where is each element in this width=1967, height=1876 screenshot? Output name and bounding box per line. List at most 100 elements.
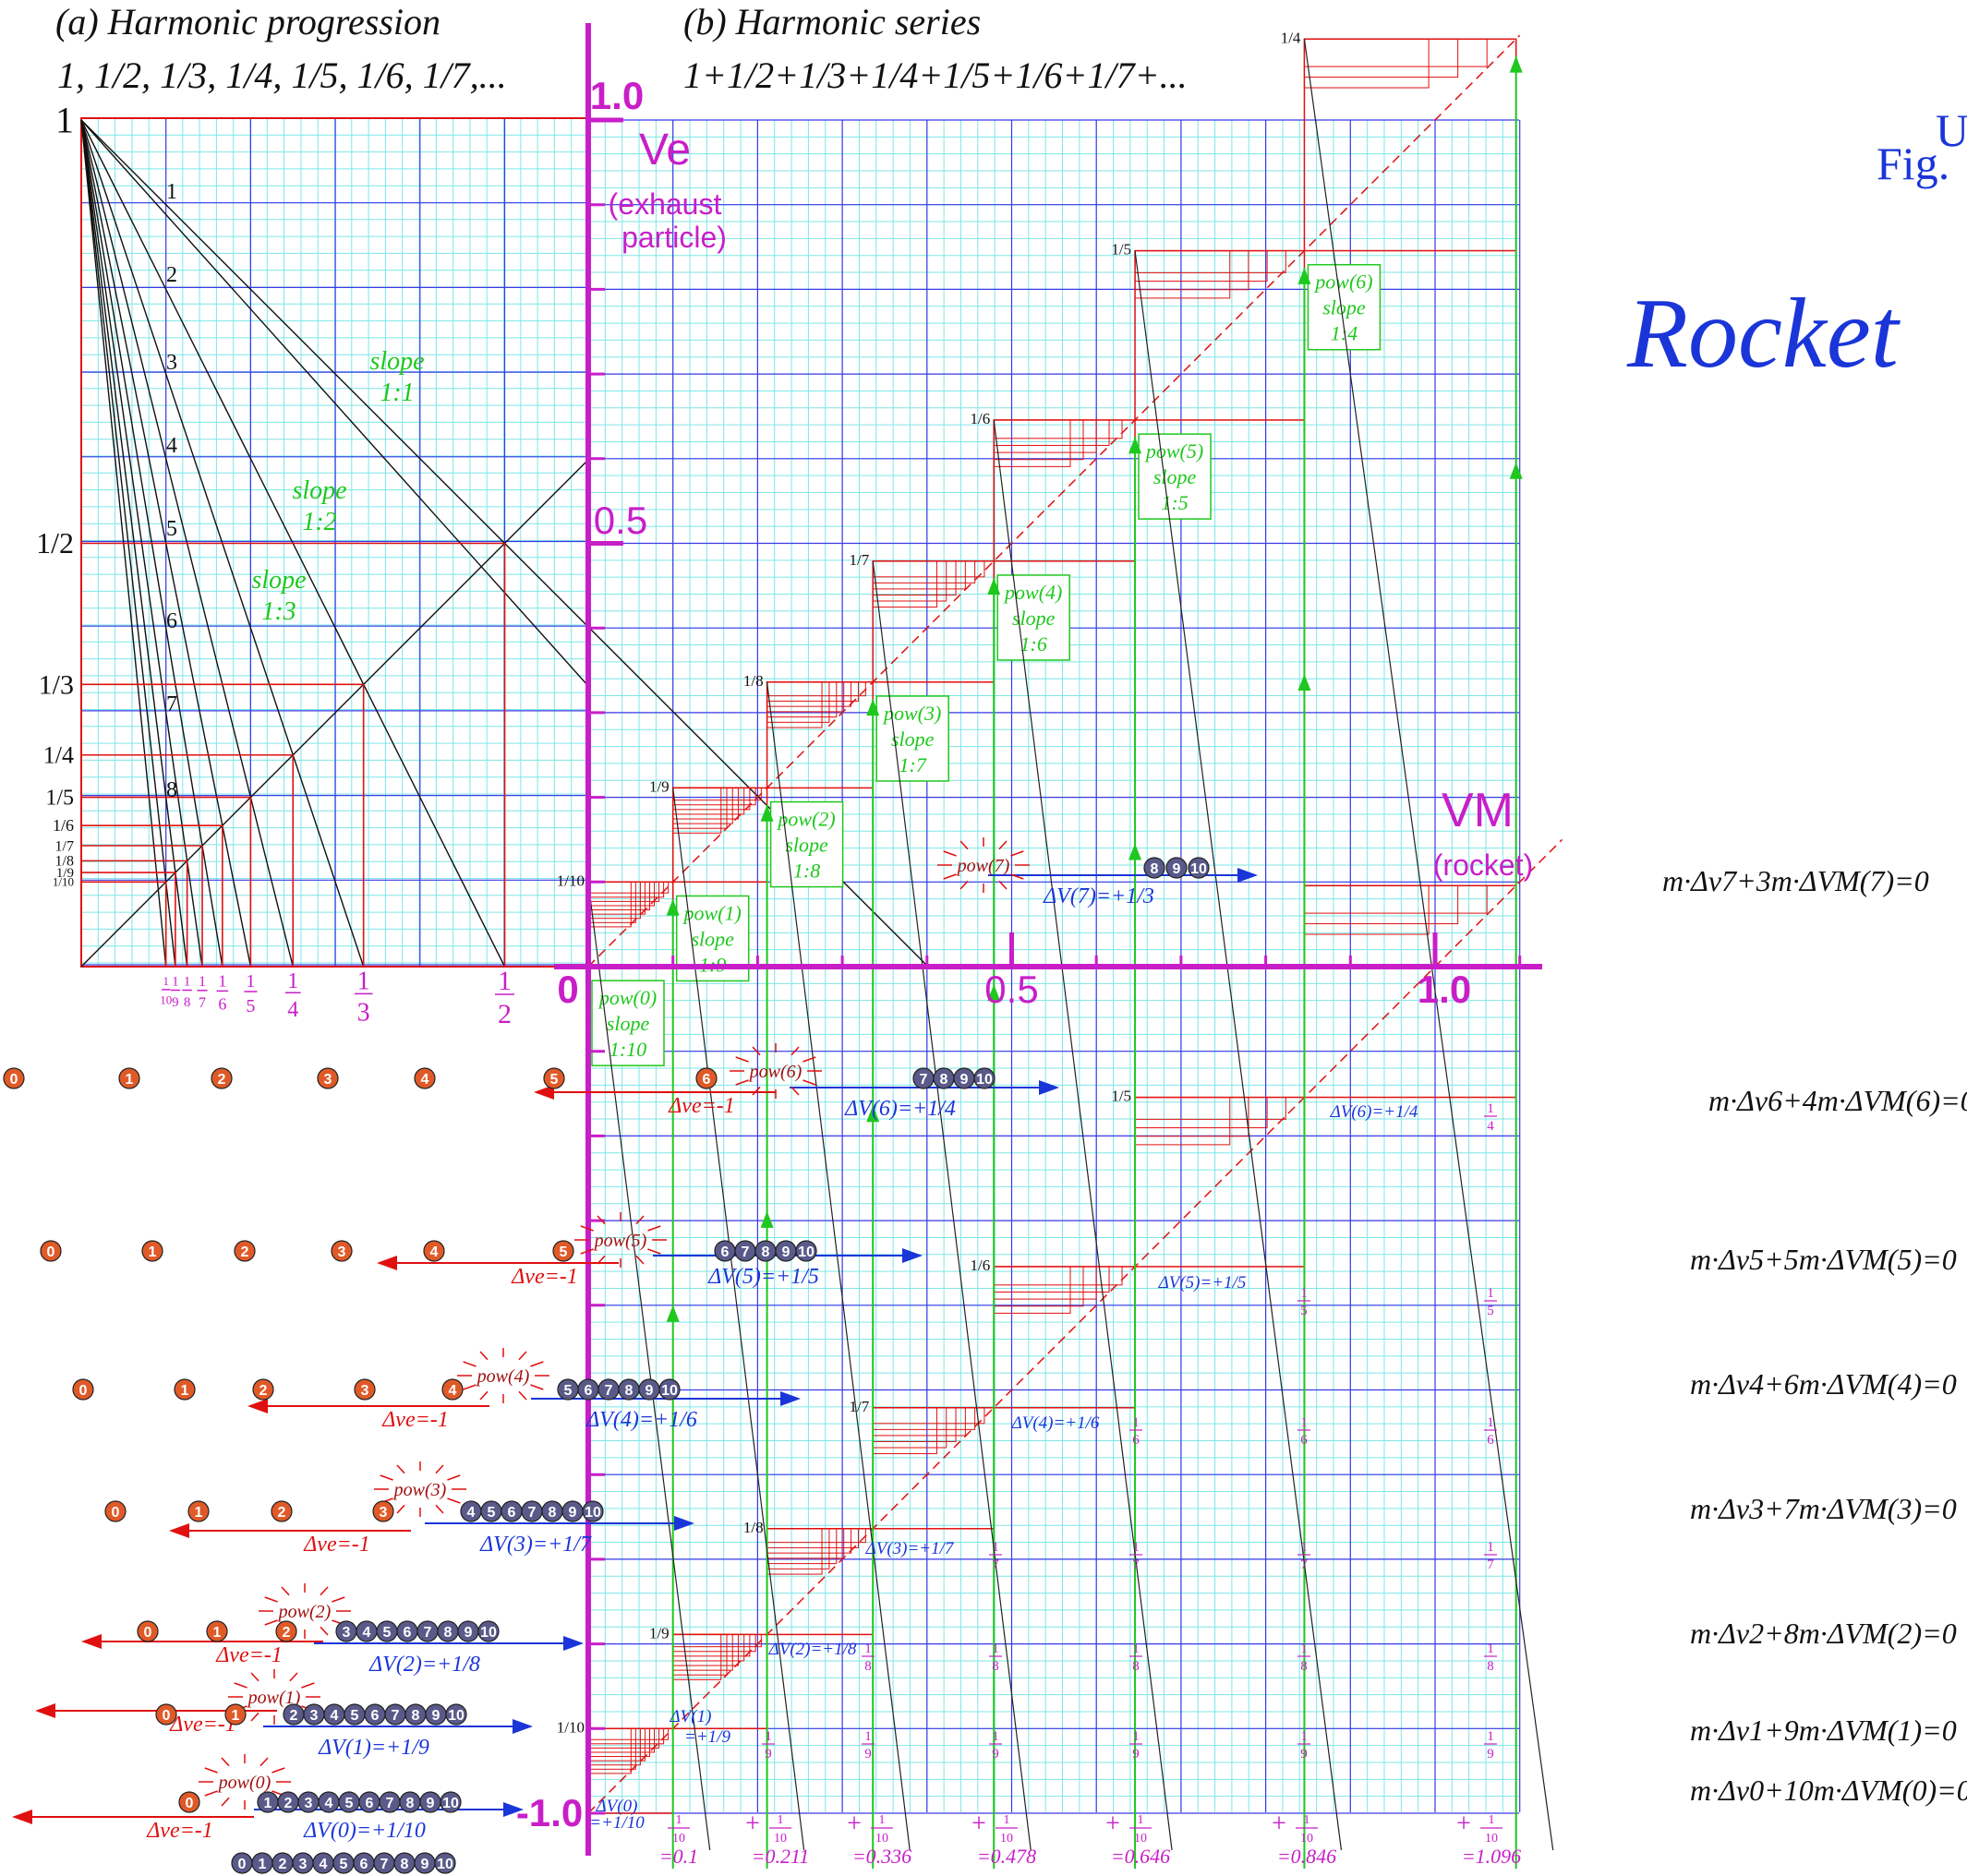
burst-ray bbox=[221, 1797, 230, 1807]
column-fraction: 9 bbox=[992, 1747, 999, 1762]
stair-nested bbox=[1134, 1097, 1231, 1146]
ball-circle bbox=[434, 1852, 456, 1874]
ball-circle bbox=[104, 1500, 127, 1522]
burst-ray bbox=[752, 1086, 761, 1096]
burst-ray bbox=[396, 1504, 405, 1514]
exhaust-ball: 4 bbox=[312, 1852, 334, 1874]
y-axis-label: 1/8 bbox=[55, 854, 74, 870]
ball-digit: 8 bbox=[625, 1383, 634, 1399]
sum-fraction: 1 bbox=[1138, 1813, 1144, 1827]
grid-delta-v-label: ΔV(3)=+1/7 bbox=[865, 1539, 955, 1558]
exhaust-ball: 10 bbox=[445, 1703, 467, 1726]
pow-box-name: pow(6) bbox=[1313, 271, 1372, 294]
ball-digit: 7 bbox=[920, 1072, 928, 1088]
stair-nested bbox=[872, 560, 957, 595]
exhaust-ball: 10 bbox=[434, 1852, 456, 1874]
ball-digit: 6 bbox=[585, 1383, 593, 1399]
burst-ray bbox=[320, 1626, 329, 1636]
ball-digit: 8 bbox=[444, 1625, 453, 1641]
ball-digit: 7 bbox=[528, 1505, 537, 1521]
slope-ratio: 1:1 bbox=[380, 379, 414, 407]
column-fraction: 6 bbox=[1132, 1433, 1140, 1448]
grid-delta-v-label: =+1/9 bbox=[684, 1727, 730, 1747]
exhaust-ball: 0 bbox=[3, 1067, 25, 1089]
burst-ray bbox=[463, 1361, 477, 1367]
y-tick-label: 0.5 bbox=[594, 499, 647, 542]
ball-digit: 9 bbox=[646, 1383, 654, 1399]
stair-nested bbox=[672, 787, 762, 801]
stair-nested bbox=[672, 1633, 762, 1648]
stair-nested bbox=[993, 419, 1071, 467]
exhaust-ball: 6 bbox=[501, 1500, 523, 1522]
exhaust-ball: 4 bbox=[356, 1620, 378, 1642]
ball-digit: 9 bbox=[427, 1796, 435, 1811]
exhaust-ball: 6 bbox=[364, 1703, 386, 1726]
ball-digit: 1 bbox=[195, 1505, 203, 1521]
ball-digit: 0 bbox=[79, 1383, 88, 1399]
x-tick-label: 1.0 bbox=[1418, 968, 1471, 1011]
ball-circle bbox=[3, 1067, 25, 1089]
ball-circle bbox=[206, 1620, 228, 1642]
burst-ray bbox=[802, 1079, 816, 1086]
ball-circle bbox=[445, 1703, 467, 1726]
stair-nested bbox=[672, 787, 722, 834]
ball-circle bbox=[211, 1067, 233, 1089]
exhaust-ball: 6 bbox=[353, 1852, 375, 1874]
exhaust-ball: 10 bbox=[658, 1378, 681, 1401]
ball-digit: 0 bbox=[163, 1708, 171, 1724]
exhaust-ball: 1 bbox=[118, 1067, 140, 1089]
arrow-head bbox=[666, 1305, 680, 1322]
burst-ray bbox=[447, 1474, 461, 1481]
x-axis-label: 7 bbox=[199, 995, 206, 1011]
ball-digit: 4 bbox=[331, 1708, 339, 1724]
stair-nested bbox=[672, 1633, 722, 1680]
exhaust-ball: 0 bbox=[155, 1703, 177, 1726]
burst-ray bbox=[204, 1767, 218, 1774]
harmonic-staircase: 1/101/91/81/71/61/51/41/101/91/81/71/61/… bbox=[557, 29, 1563, 1814]
column-fraction: 1 bbox=[1487, 1729, 1494, 1744]
stair-nested bbox=[672, 787, 756, 806]
exhaust-ball: 3 bbox=[372, 1500, 394, 1522]
stair-label: 1/7 bbox=[849, 1398, 869, 1415]
column-fraction: 9 bbox=[1487, 1747, 1494, 1762]
stair-nested bbox=[587, 881, 641, 920]
ball-digit: 1 bbox=[232, 1708, 240, 1724]
ball-digit: 0 bbox=[144, 1625, 152, 1641]
burst-ray bbox=[998, 880, 1008, 890]
burst-ray bbox=[580, 1225, 594, 1232]
exhaust-ball: 9 bbox=[953, 1067, 975, 1089]
exhaust-ball: 1 bbox=[187, 1500, 210, 1522]
grid-delta-v-label: ΔV(6)=+1/4 bbox=[1330, 1102, 1418, 1122]
burst-ray bbox=[264, 1619, 278, 1626]
ball-digit: 5 bbox=[351, 1708, 359, 1724]
slope-label: slope bbox=[251, 566, 306, 595]
stair-nested bbox=[1134, 250, 1231, 299]
exhaust-ball: 9 bbox=[414, 1852, 436, 1874]
ball-digit: 2 bbox=[283, 1625, 291, 1641]
ball-circle bbox=[1165, 857, 1188, 879]
vm-axis-sub: (rocket) bbox=[1433, 848, 1533, 882]
column-fraction: 1 bbox=[1487, 1101, 1494, 1116]
burst-ray bbox=[281, 1586, 290, 1596]
pow-burst-label: pow(2) bbox=[277, 1602, 332, 1622]
ball-circle bbox=[414, 1067, 436, 1089]
ball-digit: 4 bbox=[363, 1625, 371, 1641]
exhaust-ball: 7 bbox=[416, 1620, 439, 1642]
pow-box-ratio: 1:6 bbox=[1020, 632, 1047, 655]
arrow-head bbox=[169, 1523, 189, 1538]
arrow-head bbox=[81, 1634, 102, 1649]
slope-label: slope bbox=[369, 347, 424, 376]
burst-ray bbox=[264, 1596, 278, 1603]
ball-digit: 6 bbox=[360, 1857, 368, 1872]
ball-digit: 8 bbox=[406, 1796, 415, 1811]
ball-digit: 9 bbox=[432, 1708, 440, 1724]
ball-digit: 6 bbox=[404, 1625, 412, 1641]
ball-digit: 10 bbox=[448, 1708, 465, 1724]
burst-ray bbox=[396, 1464, 405, 1474]
sum-fraction: 1 bbox=[1304, 1813, 1310, 1827]
arrow-head bbox=[1039, 1080, 1059, 1095]
ball-digit: 10 bbox=[661, 1383, 678, 1399]
stair-label: 1/9 bbox=[649, 1624, 670, 1642]
